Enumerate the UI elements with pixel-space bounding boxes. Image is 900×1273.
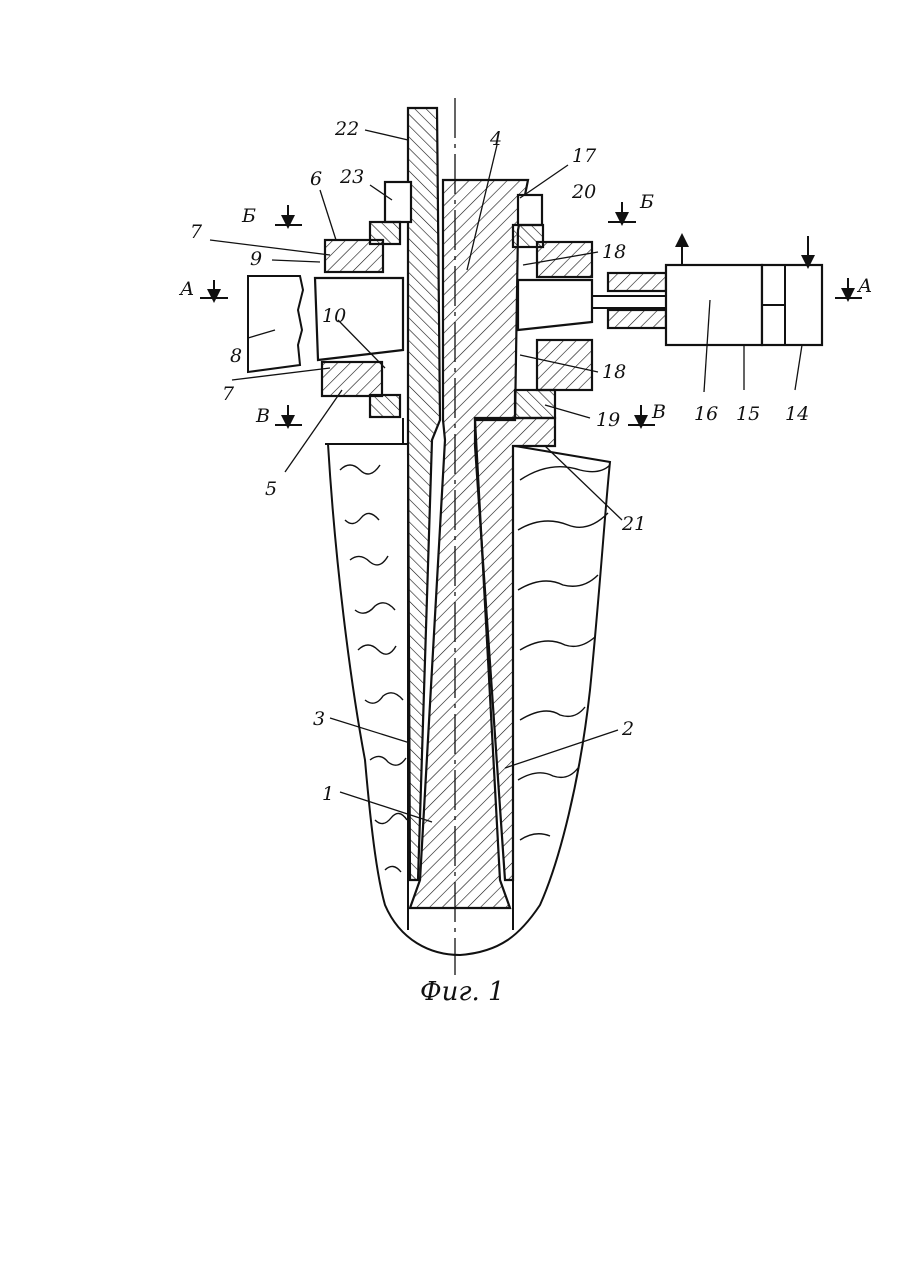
- label-15: 15: [736, 403, 760, 425]
- section-v-left: В: [255, 405, 270, 427]
- label-6: 6: [310, 168, 322, 190]
- label-2: 2: [621, 718, 634, 740]
- label-4: 4: [489, 128, 502, 150]
- section-a-left: А: [178, 278, 194, 300]
- hydraulic-cylinder: [592, 236, 822, 345]
- label-18-top: 18: [602, 241, 626, 263]
- label-5: 5: [265, 478, 277, 500]
- clamp-block-5: [322, 362, 382, 396]
- label-18-bottom: 18: [602, 361, 626, 383]
- section-v-right: В: [651, 401, 666, 423]
- label-1: 1: [322, 783, 334, 805]
- label-7-bottom: 7: [222, 383, 235, 405]
- section-b-right: Б: [639, 191, 654, 213]
- wedge-right: [518, 280, 592, 330]
- figure-caption: Фиг. 1: [420, 977, 505, 1007]
- label-7-top: 7: [190, 221, 203, 243]
- flange-top-left: [370, 222, 400, 244]
- label-9: 9: [250, 248, 262, 270]
- label-16: 16: [694, 403, 718, 425]
- clamp-block-18-top: [537, 242, 592, 277]
- label-22: 22: [334, 118, 359, 140]
- label-10: 10: [322, 305, 346, 327]
- plate-20: [518, 195, 542, 225]
- label-21: 21: [621, 513, 646, 535]
- section-b-left: Б: [241, 205, 256, 227]
- label-23: 23: [339, 166, 364, 188]
- section-a-right: А: [856, 275, 872, 297]
- flange-bottom-left: [370, 395, 400, 417]
- label-14: 14: [785, 403, 809, 425]
- flange-19: [515, 390, 555, 418]
- label-19: 19: [596, 409, 620, 431]
- label-20: 20: [571, 181, 596, 203]
- label-3: 3: [313, 708, 325, 730]
- plate-23: [385, 182, 411, 222]
- label-17: 17: [572, 145, 597, 167]
- label-8: 8: [230, 345, 242, 367]
- jaw-8: [248, 276, 303, 372]
